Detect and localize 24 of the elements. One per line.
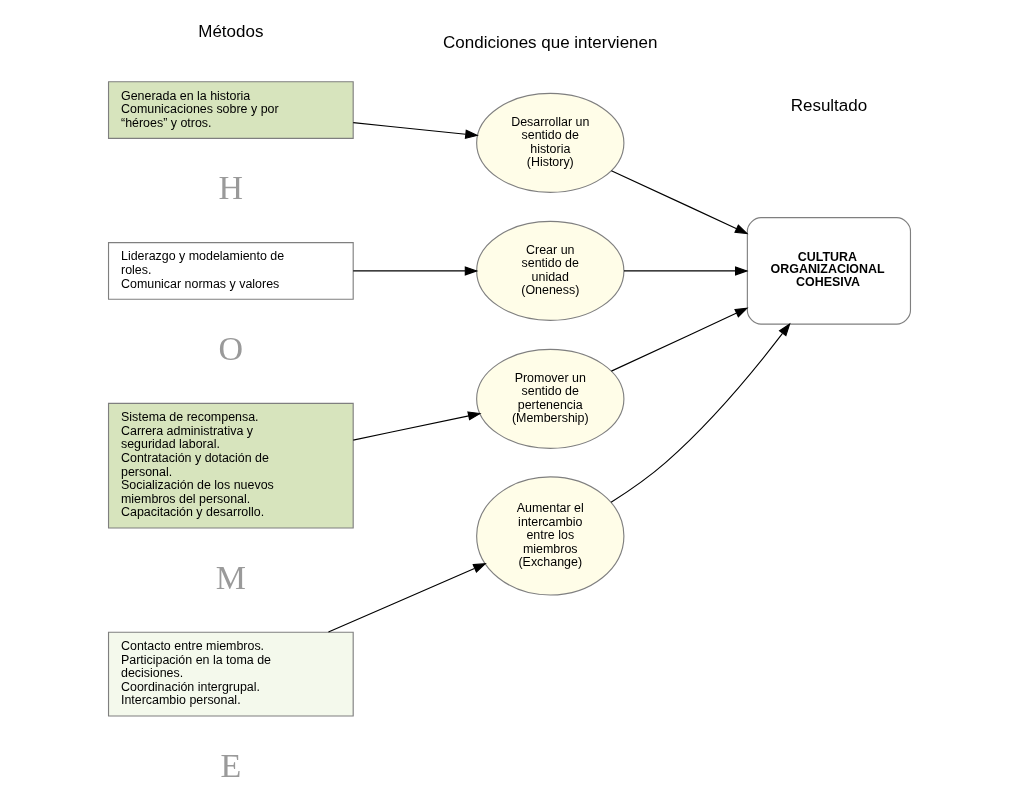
node-ellipse: Promover un sentido de pertenencia (Membership) [476, 348, 625, 449]
arrow [352, 122, 479, 139]
node-box: Contacto entre miembros. Participación en la toma de decisiones. Coordinación intergrupal. Intercambio personal. [107, 631, 354, 717]
arrow [352, 411, 482, 441]
label: M [215, 558, 246, 596]
label: Métodos [198, 21, 264, 41]
node-ellipse: Crear un sentido de unidad (Oneness) [476, 220, 625, 321]
arrow [352, 266, 479, 276]
arrow [327, 563, 487, 633]
label: O [218, 329, 244, 367]
node-box: Liderazgo y modelamiento de roles. Comunicar normas y valores [107, 242, 354, 300]
node-box: Generada en la historia Comunicaciones sobre y por “héroes” y otros. [107, 81, 354, 139]
node-ellipse: Desarrollar un sentido de historia (History) [476, 92, 625, 193]
label: H [218, 168, 244, 206]
node-ellipse: Aumentar el intercambio entre los miembros (Exchange) [476, 476, 625, 596]
arrow [610, 170, 749, 235]
arrow [610, 322, 791, 503]
node-box: CULTURA ORGANIZACIONAL COHESIVA [746, 217, 912, 325]
node-box: Sistema de recompensa. Carrera administrativa y seguridad laboral. Contratación y dotación de personal. Socialización de los nuevos miembros del personal. Capacitación y desarrollo. [107, 402, 354, 529]
arrow [610, 307, 749, 372]
arrow [623, 266, 749, 276]
label: Condiciones que intervienen [443, 33, 658, 53]
label: E [220, 746, 242, 784]
label: Resultado [790, 95, 868, 115]
